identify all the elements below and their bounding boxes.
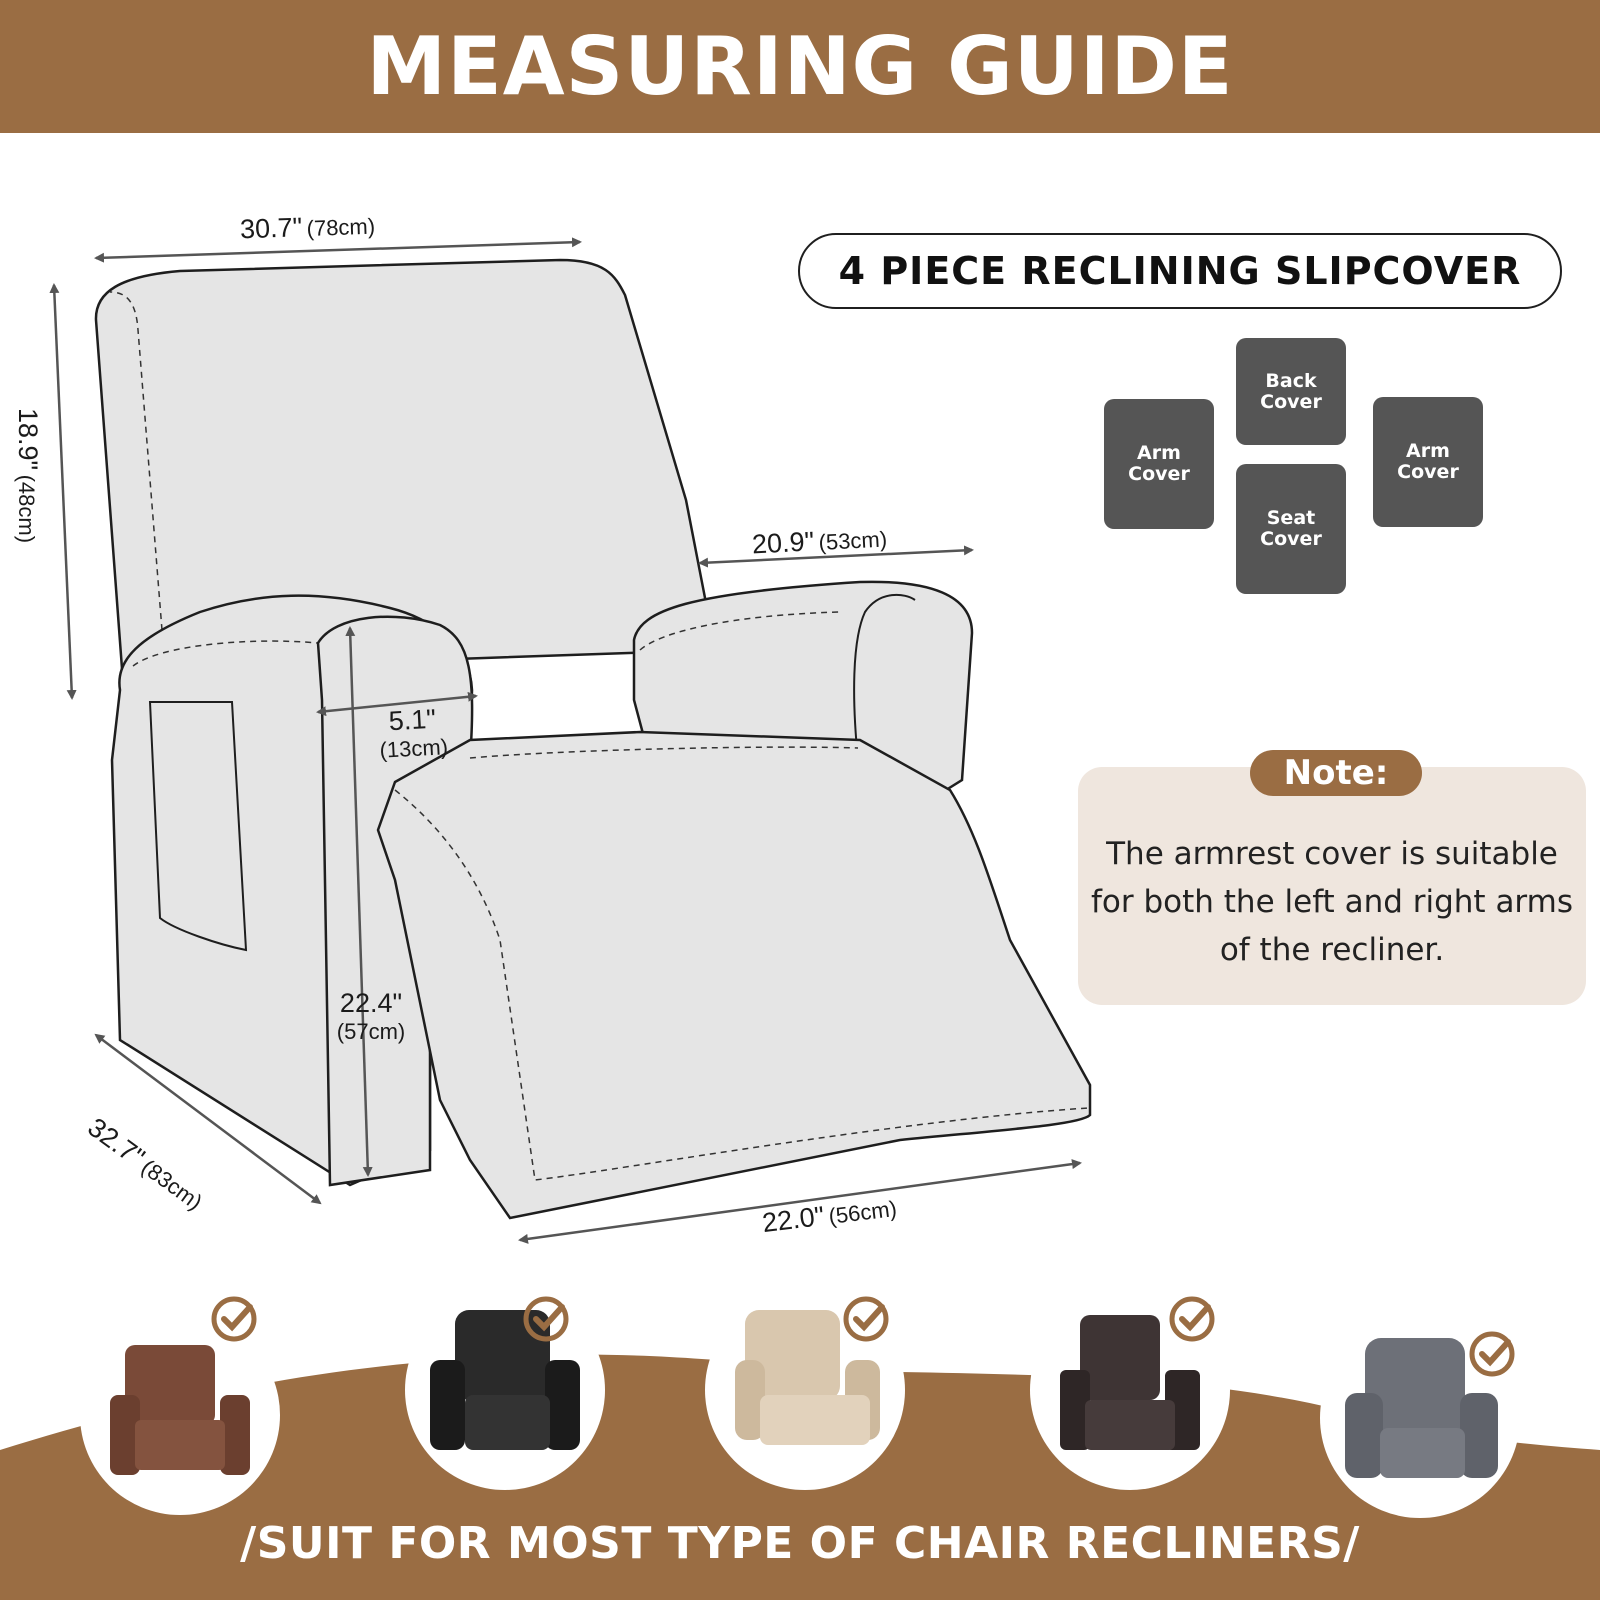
arrow-arm-height bbox=[345, 626, 373, 1177]
side-pocket bbox=[148, 701, 248, 952]
check-icon bbox=[1169, 1296, 1215, 1342]
backrest-seam bbox=[109, 291, 163, 631]
arrow-back-width bbox=[94, 237, 582, 263]
page-title: MEASURING GUIDE bbox=[366, 20, 1234, 113]
dim-back-height: 18.9" (48cm) bbox=[13, 407, 44, 544]
left-arm-seam bbox=[132, 640, 319, 667]
arm-cover-right-piece: Arm Cover bbox=[1373, 397, 1483, 527]
seat-outline bbox=[376, 730, 1092, 1220]
note-label: Note: bbox=[1250, 750, 1422, 796]
right-arm-front bbox=[853, 593, 916, 761]
dim-arm-height: 22.4" (57cm) bbox=[336, 988, 406, 1044]
dim-back-width: 30.7" (78cm) bbox=[239, 212, 376, 245]
check-icon bbox=[211, 1296, 257, 1342]
pieces-title: 4 PIECE RECLINING SLIPCOVER bbox=[838, 249, 1522, 293]
back-cover-piece: Back Cover bbox=[1236, 338, 1346, 445]
pieces-title-pill: 4 PIECE RECLINING SLIPCOVER bbox=[798, 233, 1562, 309]
recliner-5-icon bbox=[1345, 1338, 1498, 1478]
arm-cover-left-piece: Arm Cover bbox=[1104, 399, 1214, 529]
recliner-thumb-5 bbox=[1320, 1318, 1520, 1518]
check-icon bbox=[843, 1296, 889, 1342]
check-icon bbox=[523, 1296, 569, 1342]
arrow-arm-width bbox=[316, 691, 478, 717]
recliner-4-icon bbox=[1060, 1315, 1200, 1450]
recliner-3-icon bbox=[735, 1310, 880, 1445]
arrow-footrest-width bbox=[518, 1159, 1082, 1244]
dim-arm-width: 5.1" (13cm) bbox=[378, 703, 449, 763]
note-text: The armrest cover is suitable for both t… bbox=[1091, 836, 1573, 968]
recliner-thumb-1 bbox=[80, 1315, 280, 1515]
arrow-arm-to-arm bbox=[698, 545, 974, 568]
seat-cover-piece: Seat Cover bbox=[1236, 464, 1346, 594]
recliner-2-icon bbox=[430, 1310, 580, 1450]
note-box bbox=[1078, 767, 1586, 1005]
arrow-depth bbox=[94, 1033, 322, 1205]
recliner-thumb-2 bbox=[405, 1290, 605, 1490]
check-icon bbox=[1469, 1331, 1515, 1377]
arrow-back-height bbox=[49, 283, 77, 700]
recliner-thumb-3 bbox=[705, 1290, 905, 1490]
right-arm-seam bbox=[639, 611, 841, 651]
recliner-1-icon bbox=[110, 1345, 250, 1475]
header-banner: MEASURING GUIDE bbox=[0, 0, 1600, 133]
footer-text: /SUIT FOR MOST TYPE OF CHAIR RECLINERS/ bbox=[240, 1518, 1360, 1569]
seat-seam-top bbox=[469, 746, 859, 759]
